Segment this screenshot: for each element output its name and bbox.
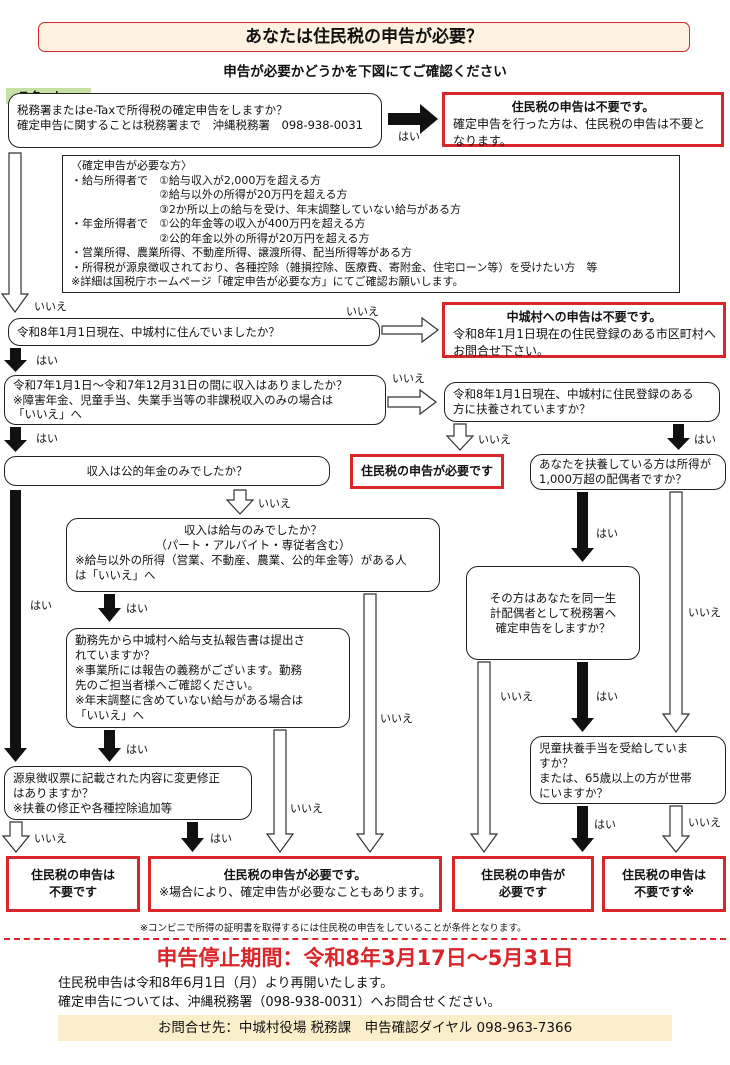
arrow-q8-yes: [571, 662, 594, 732]
label-q6-yes: はい: [126, 743, 148, 756]
suspension-line2: 確定申告については、沖縄税務署（098-938-0031）へお問合せください。: [58, 995, 501, 1010]
label-q5-yes: はい: [126, 602, 148, 615]
question-residency: 令和8年1月1日現在、中城村に住んでいましたか？: [8, 318, 380, 346]
arrow-q7-no: [1, 821, 31, 853]
label-q3-no: いいえ: [392, 372, 425, 385]
arrow-q4-yes: [4, 490, 27, 762]
question-income: 令和7年1月1日～令和7年12月31日の間に収入はありましたか？ ※障害年金、児…: [4, 375, 386, 425]
arrow-q5-yes: [98, 594, 121, 622]
question-spouse-income: あなたを扶養している方は所得が 1,000万超の配偶者ですか？: [530, 454, 726, 490]
arrow-q3b-no: [445, 423, 475, 451]
label-q3b-yes: はい: [694, 433, 716, 446]
contact-box: お問合せ先：中城村役場 税務課 申告確認ダイヤル 098-963-7366: [58, 1015, 672, 1041]
label-q3-yes: はい: [36, 432, 58, 445]
label-q4b-yes: はい: [596, 527, 618, 540]
label-q2-no: いいえ: [346, 305, 379, 318]
arrow-q1-yes: [388, 104, 438, 134]
page-title-box: あなたは住民税の申告が必要？: [38, 22, 690, 52]
label-q4-yes: はい: [30, 599, 52, 612]
contact-text: お問合せ先：中城村役場 税務課 申告確認ダイヤル 098-963-7366: [157, 1020, 573, 1036]
question-salary-only: 収入は給与のみでしたか？ （パート・アルバイト・専従者含む） ※給与以外の所得（…: [66, 518, 440, 592]
result-bottom-required-note: 住民税の申告が必要です。 ※場合により、確定申告が必要なこともあります。: [148, 856, 442, 912]
arrow-q3-no: [387, 388, 437, 416]
result-no-filing-tax-return: 住民税の申告は不要です。 確定申告を行った方は、住民税の申告は不要と なります。: [442, 92, 724, 148]
question-pension-only: 収入は公的年金のみでしたか？: [4, 456, 330, 486]
footnote: ※コンビニで所得の証明書を取得するには住民税の申告をしていることが条件となります…: [140, 923, 527, 934]
result-filing-required-mid: 住民税の申告が必要です: [350, 454, 504, 489]
label-q4b-no: いいえ: [688, 606, 721, 619]
label-q8-no: いいえ: [500, 690, 533, 703]
solid-arrows: [4, 104, 690, 852]
arrow-q2-no: [381, 316, 439, 344]
arrow-q3b-yes: [667, 424, 690, 450]
question-tax-return: 税務署またはe-Taxで所得税の確定申告をしますか？ 確定申告に関することは税務…: [8, 93, 382, 148]
arrow-q4b-no: [661, 491, 691, 734]
arrow-q2-yes: [4, 348, 27, 372]
question-child-allowance: 児童扶養手当を受給していま すか？ または、65歳以上の方が世帯 にいますか？: [530, 736, 726, 804]
label-q6-no: いいえ: [290, 802, 323, 815]
suspension-line1: 住民税申告は令和8年6月1日（月）より再開いたします。: [58, 976, 394, 991]
label-q9-yes: はい: [594, 818, 616, 831]
page-title: あなたは住民税の申告が必要？: [245, 27, 483, 47]
hollow-arrows: [0, 152, 691, 854]
label-q7-no: いいえ: [34, 832, 67, 845]
label-q4-no: いいえ: [258, 497, 291, 510]
label-q1-no: いいえ: [34, 300, 67, 313]
subtitle: 申告が必要かどうかを下図にてご確認ください: [223, 64, 507, 80]
arrow-q4b-yes: [571, 492, 594, 562]
result-bottom-not-required: 住民税の申告は 不要です: [6, 856, 140, 912]
label-q1-yes: はい: [398, 130, 420, 143]
filing-conditions-box: 〈確定申告が必要な方〉 ・給与所得者で ①給与収入が2,000万を超える方 ②給…: [62, 155, 680, 293]
divider-dashed: [4, 938, 726, 940]
result-not-nakagusuku: 中城村への申告は不要です。 令和8年1月1日現在の住民登録のある市区町村へ お問…: [442, 302, 726, 358]
suspension-headline: 申告停止期間：令和8年3月17日～5月31日: [156, 946, 574, 970]
question-spouse-filing: その方はあなたを同一生 計配偶者として税務署へ 確定申告をしますか？: [466, 566, 640, 660]
arrow-q5-no: [355, 593, 385, 854]
arrow-q9-yes: [571, 806, 594, 852]
question-withholding-changes: 源泉徴収票に記載された内容に変更修正 はありますか？ ※扶養の修正や各種控除追加…: [4, 766, 252, 820]
arrow-q6-no: [265, 729, 295, 854]
label-q2-yes: はい: [36, 354, 58, 367]
label-q7-yes: はい: [210, 832, 232, 845]
question-salary-report: 勤務先から中城村へ給与支払報告書は提出さ れていますか？ ※事業所には報告の義務…: [66, 628, 350, 728]
arrow-q4-no: [225, 489, 255, 515]
arrow-q1-no: [0, 152, 30, 314]
result-bottom-not-required-note: 住民税の申告は 不要です※: [602, 856, 726, 912]
arrow-q9-no: [661, 805, 691, 853]
result-bottom-required: 住民税の申告が 必要です: [452, 856, 594, 912]
label-q3b-no: いいえ: [478, 433, 511, 446]
arrow-q6-yes: [98, 730, 121, 762]
question-dependent: 令和8年1月1日現在、中城村に住民登録のある 方に扶養されていますか？: [444, 382, 720, 422]
label-q9-no: いいえ: [688, 816, 721, 829]
arrow-q3-yes: [4, 427, 27, 452]
arrow-q8-no: [469, 661, 499, 854]
arrow-q7-yes: [181, 822, 204, 852]
label-q8-yes: はい: [596, 690, 618, 703]
label-q5-no: いいえ: [380, 712, 413, 725]
